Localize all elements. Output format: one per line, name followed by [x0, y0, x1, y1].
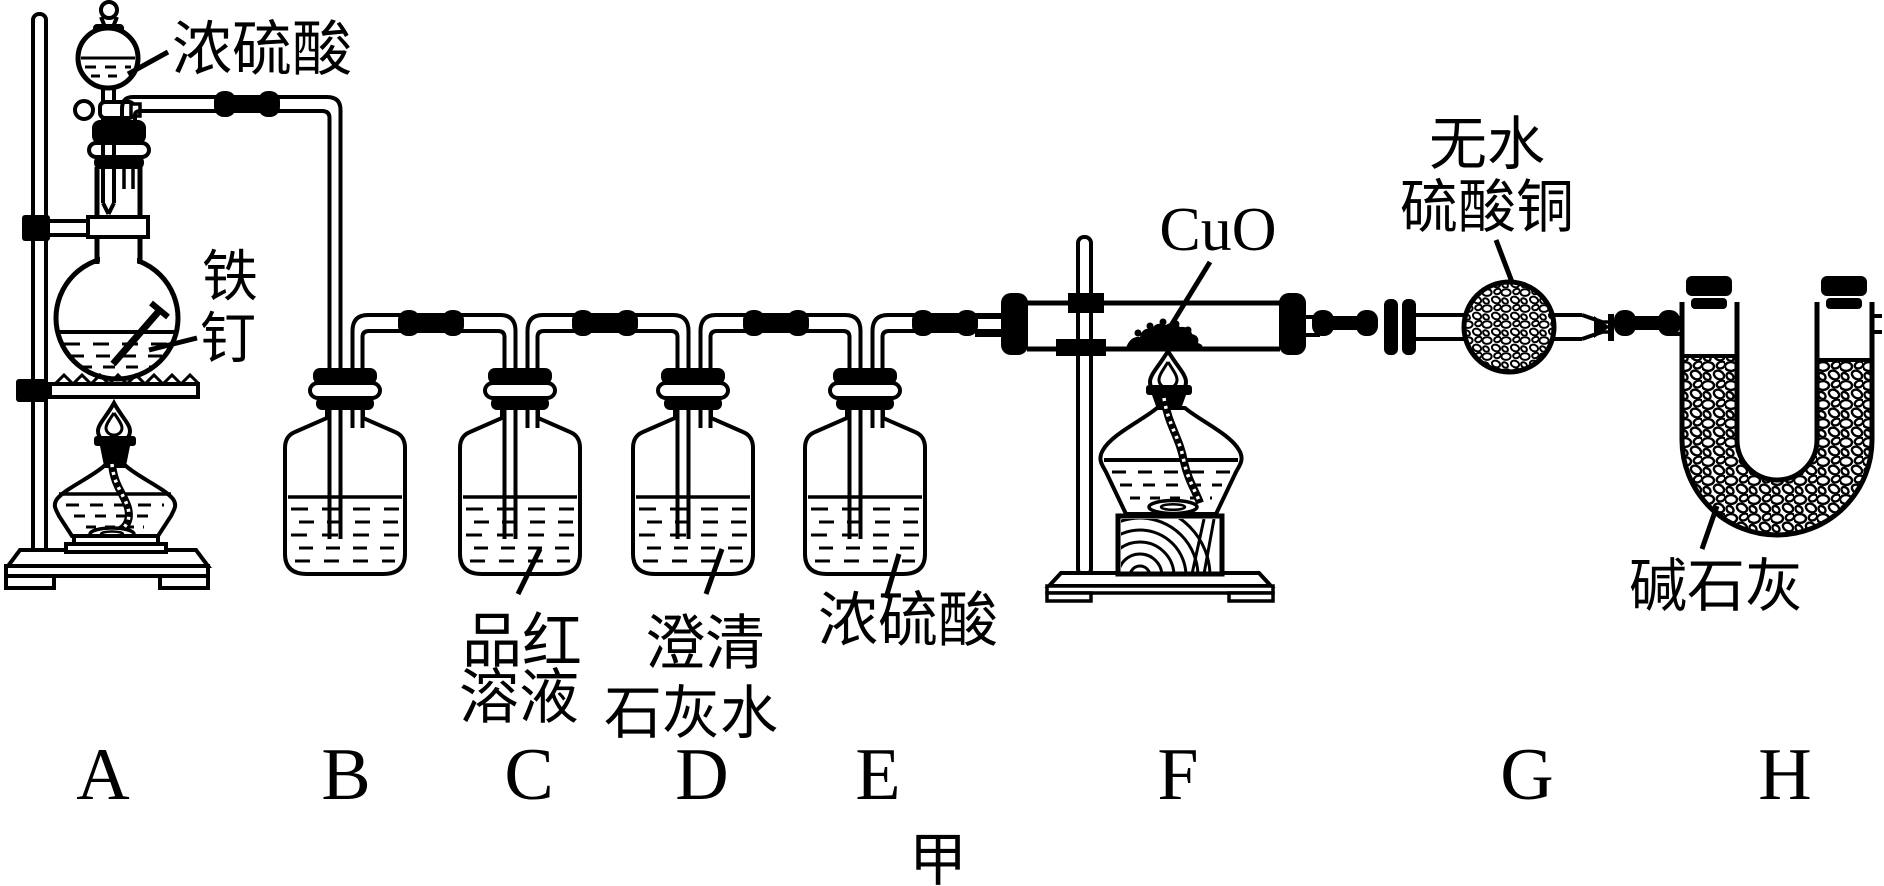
letter-f: F: [1157, 734, 1198, 816]
letter-a: A: [76, 734, 129, 816]
gas-delivery-tube-a: [120, 91, 343, 368]
iron-nail: [110, 300, 170, 367]
letter-e: E: [855, 734, 900, 816]
letter-g: G: [1500, 734, 1553, 816]
clamp-jaw: [1056, 339, 1106, 356]
cuo-powder: [1126, 318, 1203, 348]
leader-soda-lime: [1699, 505, 1720, 550]
label-bottle-d-line1: 澄清: [645, 610, 765, 677]
leader-limewater: [703, 548, 725, 595]
figure-caption: 甲: [909, 828, 967, 886]
alcohol-lamp-f: [1098, 346, 1244, 516]
apparatus-a-generator: [4, 0, 212, 590]
apparatus-g-drying-bulb: [1384, 279, 1680, 375]
label-dropping-funnel-reagent: 浓硫酸: [172, 16, 352, 83]
leader-lines: [126, 49, 1720, 599]
iron-stand-f: [1044, 235, 1276, 603]
clamp-jaw: [1068, 293, 1104, 313]
connecting-tubes: [350, 313, 1003, 368]
rubber-connector: [214, 91, 280, 117]
letter-h: H: [1758, 734, 1811, 816]
soda-lime-fill: [1684, 356, 1870, 533]
apparatus-f-heated-tube: [975, 235, 1378, 603]
hard-glass-tube: [975, 293, 1320, 356]
label-bottle-d-line2: 石灰水: [604, 681, 778, 746]
letter-d: D: [675, 734, 728, 816]
leader-iron-nail: [148, 335, 198, 353]
leader-conc-acid-e: [883, 553, 902, 599]
leader-conc-acid-top: [126, 49, 170, 77]
apparatus-h-u-tube: [1668, 276, 1882, 538]
alcohol-lamp-a: [52, 398, 178, 554]
label-bottle-c-line2: 溶液: [459, 664, 579, 731]
label-flask-content-line2: 钉: [200, 307, 256, 370]
round-bottom-flask: [53, 120, 181, 382]
label-flask-content-line1: 铁: [202, 245, 258, 308]
gas-washing-bottle-b: [283, 366, 407, 576]
leader-cuo: [1164, 260, 1213, 334]
gas-washing-bottle-d: [631, 366, 755, 576]
leader-copper-sulfate: [1493, 239, 1515, 283]
label-bulb-g-line1: 无水: [1429, 112, 1545, 177]
iron-stand: [4, 12, 212, 590]
tube-joint: [1594, 316, 1610, 338]
label-cuo: CuO: [1159, 196, 1276, 264]
apparatus-letters: A B C D E F G H: [76, 734, 1811, 816]
label-utube-h: 碱石灰: [1629, 554, 1803, 619]
gas-washing-bottle-e: [803, 366, 927, 576]
stopcock: [73, 99, 142, 121]
wire-gauze: [16, 372, 201, 402]
label-bulb-g-line2: 硫酸铜: [1400, 175, 1574, 240]
rubber-connector: [1312, 310, 1378, 336]
dropping-funnel: [73, 0, 142, 215]
clamp-upper: [22, 215, 150, 241]
label-bottle-e: 浓硫酸: [818, 587, 998, 654]
letter-c: C: [504, 734, 553, 816]
leader-fuchsin: [515, 547, 543, 596]
label-bottle-c-line1: 品红: [462, 608, 582, 675]
letter-b: B: [321, 734, 370, 816]
gas-washing-bottle-c: [458, 366, 582, 576]
wooden-block: [1115, 513, 1225, 577]
